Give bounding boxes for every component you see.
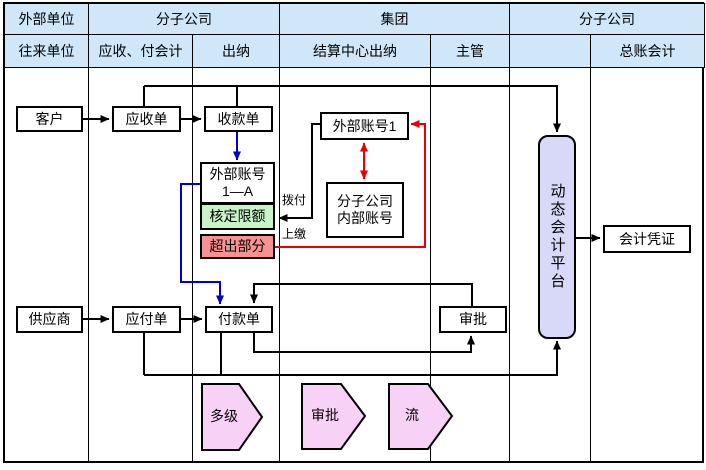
node-label: 分子公司 内部账号 xyxy=(337,193,393,226)
pentagon-text: 流 xyxy=(405,407,419,423)
node-label: 审批 xyxy=(459,311,487,327)
lane-divider xyxy=(279,67,280,461)
lane-label: 往来单位 xyxy=(18,43,75,59)
node-label: 收款单 xyxy=(217,110,260,127)
node-label: 超出部分 xyxy=(209,238,266,254)
lane-general-ledger-accountant: 总账会计 xyxy=(590,34,705,68)
label-remit: 上缴 xyxy=(282,227,307,241)
header-label: 分子公司 xyxy=(156,11,212,27)
pentagon-label-approval: 审批 xyxy=(304,405,346,425)
lane-label: 结算中心出纳 xyxy=(313,43,397,59)
header-subsidiary-left: 分子公司 xyxy=(88,3,280,35)
lane-label: 总账会计 xyxy=(619,43,676,59)
pentagon-label-flow: 流 xyxy=(394,405,430,425)
node-approved-quota: 核定限额 xyxy=(200,203,275,230)
header-group: 集团 xyxy=(279,3,510,35)
header-label: 分子公司 xyxy=(579,11,635,27)
lane-label: 出纳 xyxy=(222,43,250,59)
node-label: 应付单 xyxy=(125,311,168,327)
header-subsidiary-right: 分子公司 xyxy=(509,3,705,35)
node-excess: 超出部分 xyxy=(200,234,275,259)
node-external-account-1: 外部账号1 xyxy=(320,112,409,140)
node-label: 外部账号 1—A xyxy=(209,166,266,199)
lane-label: 应收、付会计 xyxy=(98,43,183,59)
node-label: 动态会计平台 xyxy=(548,183,566,291)
node-external-account-1a: 外部账号 1—A xyxy=(200,162,275,204)
pentagon-text: 多级 xyxy=(210,408,238,424)
node-dynamic-accounting-platform: 动态会计平台 xyxy=(538,135,576,339)
lane-ar-ap-accountant: 应收、付会计 xyxy=(88,34,193,68)
node-customer: 客户 xyxy=(16,106,83,132)
label-allocate: 拨付 xyxy=(282,193,307,207)
node-label: 核定限额 xyxy=(209,208,266,224)
node-approval: 审批 xyxy=(439,306,507,333)
lane-divider xyxy=(509,67,510,461)
node-supplier: 供应商 xyxy=(16,306,83,333)
lane-divider xyxy=(590,67,591,461)
header-external-unit: 外部单位 xyxy=(4,3,89,35)
lane-settlement-center-cashier: 结算中心出纳 xyxy=(279,34,431,68)
lane-unnamed xyxy=(509,34,591,68)
lane-divider xyxy=(88,67,89,461)
node-label: 付款单 xyxy=(218,311,260,327)
node-label: 外部账号1 xyxy=(332,117,397,134)
node-label: 应收单 xyxy=(125,110,168,127)
node-receivable: 应收单 xyxy=(112,106,181,132)
node-label: 会计凭证 xyxy=(619,230,675,247)
lane-counterparty: 往来单位 xyxy=(4,34,89,68)
lane-cashier: 出纳 xyxy=(192,34,280,68)
header-label: 集团 xyxy=(380,11,409,27)
lane-label: 主管 xyxy=(456,43,484,59)
node-voucher: 会计凭证 xyxy=(603,225,691,253)
header-label: 外部单位 xyxy=(18,11,75,27)
pentagon-label-multilevel: 多级 xyxy=(203,406,245,426)
node-receipt: 收款单 xyxy=(204,106,273,132)
lane-supervisor: 主管 xyxy=(430,34,510,68)
node-label: 供应商 xyxy=(28,311,71,327)
lane-divider xyxy=(192,67,193,461)
node-label: 客户 xyxy=(35,110,64,127)
node-payable: 应付单 xyxy=(112,306,181,333)
node-payment: 付款单 xyxy=(205,306,273,333)
node-internal-account: 分子公司 内部账号 xyxy=(326,182,404,238)
pentagon-text: 审批 xyxy=(311,407,339,423)
lane-divider xyxy=(430,67,431,461)
